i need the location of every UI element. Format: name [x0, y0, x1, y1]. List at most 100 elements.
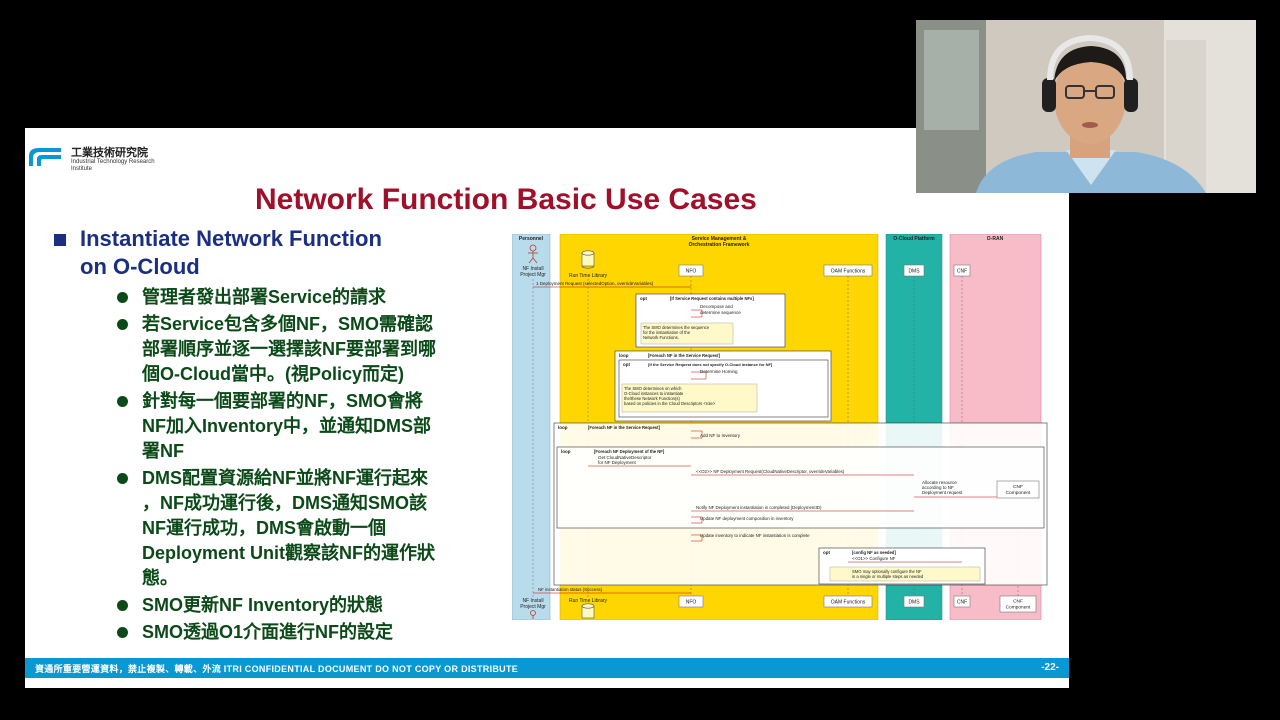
oam-top-box	[823, 264, 873, 277]
dms-bottom-label: DMS	[908, 600, 920, 606]
section-heading: Instantiate Network Function on O-Cloud	[54, 225, 382, 281]
bullet-item: SMO更新NF Inventory的狀態	[117, 593, 507, 618]
note-2-line-1: The SMO determines on which	[624, 386, 682, 391]
bullet-item: 管理者發出部署Service的請求	[117, 285, 507, 310]
oam-bottom-box	[823, 595, 873, 608]
nfo-top-box	[678, 264, 704, 277]
actor-top-label-2: Project Mgr	[520, 272, 546, 278]
loop-1-label: loop	[619, 353, 629, 358]
itri-logo-icon	[27, 146, 63, 168]
note-3	[829, 566, 981, 582]
opt-1-label: opt	[640, 296, 647, 301]
slide-title: Network Function Basic Use Cases	[255, 183, 757, 216]
actor-bottom-label-1: NF Install	[522, 598, 543, 604]
msg-5-line-1: Get CloudNativeDescriptor	[598, 455, 652, 460]
msg-9: Update NF deployment composition in inve…	[700, 516, 794, 521]
note-2	[621, 383, 758, 413]
msg-8: Notify NF Deployment instantiation is co…	[696, 505, 822, 510]
nfo-top-label: NFO	[686, 269, 697, 275]
bullet-dot-icon	[117, 396, 128, 407]
bullet-line: 個O-Cloud當中。(視Policy而定)	[142, 364, 404, 384]
bullet-list: 管理者發出部署Service的請求若Service包含多個NF，SMO需確認部署…	[117, 285, 507, 647]
bullet-line: 部署順序並逐一選擇該NF要部署到哪	[142, 339, 436, 359]
actor-bottom-label-2: Project Mgr	[520, 604, 546, 610]
oam-top-label: OAM Functions	[831, 269, 866, 275]
bullet-line: NF運行成功，DMS會啟動一個	[142, 518, 386, 538]
bullet-line: ，NF成功運行後，DMS通知SMO該	[142, 493, 427, 513]
cnf-top-label: CNF	[957, 269, 967, 275]
msg-4: Add NF to Inventory	[700, 433, 741, 438]
nfo-bottom-label: NFO	[686, 600, 697, 606]
cnf-component-box	[996, 480, 1040, 499]
square-bullet-icon	[54, 234, 66, 246]
bullet-item: SMO透過O1介面進行NF的設定	[117, 620, 507, 645]
database-bottom-icon	[581, 603, 595, 619]
dms-top-label: DMS	[908, 269, 920, 275]
dms-top-box	[903, 264, 925, 277]
bullet-item: 針對每一個要部署的NF，SMO會將 NF加入Inventory中，並通知DMS部署…	[117, 389, 507, 464]
bullet-line: Deployment Unit觀察該NF的運作狀	[142, 543, 436, 563]
note-3-line-2: in a single or multiple steps as needed	[852, 574, 924, 579]
actor-top-label-1: NF Install	[522, 266, 543, 272]
msg-5-line-2: for NF Deployment	[598, 460, 637, 465]
lane-smo-label-2: Orchestration Framework	[689, 242, 750, 248]
webcam-video	[916, 20, 1256, 193]
note-2-line-4: based on policies in the Cloud Descripto…	[624, 401, 716, 406]
msg-11: <<O1>> Configure NF	[852, 556, 896, 561]
loop-2-label: loop	[558, 425, 568, 430]
note-2-line-3: the/these Network Function(s)	[624, 396, 680, 401]
bullet-dot-icon	[117, 473, 128, 484]
cnf-component-label-1: CNF	[1013, 484, 1023, 490]
opt-1-guard: [If Service Request contains multiple NF…	[670, 296, 754, 301]
bullet-line: SMO透過O1介面進行NF的設定	[142, 622, 394, 642]
org-name-en: Industrial Technology Research Institute	[71, 159, 155, 172]
note-3-line-1: SMO may optionally configure the NF	[852, 569, 922, 574]
lane-personnel-label: Personnel	[519, 236, 544, 242]
rtl-bottom-label: Run Time Library	[569, 598, 608, 604]
msg-10: Update inventory to indicate NF instanti…	[700, 533, 810, 538]
page-number: -22-	[1041, 662, 1059, 673]
cnfc-bottom-label-1: CNF	[1013, 599, 1023, 605]
lane-personnel	[512, 234, 551, 620]
lane-oran-label: O-RAN	[987, 236, 1004, 242]
bullet-line: SMO更新NF Inventory的狀態	[142, 595, 384, 615]
note-1-line-2: for the instantiation of the	[643, 330, 691, 335]
bullet-item: DMS配置資源給NF並將NF運行起來 ，NF成功運行後，DMS通知SMO該 NF運行…	[117, 466, 507, 591]
loop-frame-3	[556, 446, 1045, 529]
database-top-icon	[581, 250, 595, 269]
heading-line-1: Instantiate Network Function	[80, 226, 382, 251]
lane-smo-label-1: Service Management &	[692, 236, 747, 242]
bullet-line: NF加入Inventory中，並通知DMS部	[142, 416, 432, 436]
heading-line-2: on O-Cloud	[80, 254, 200, 279]
note-2-line-2: O-Cloud instances to instantiate	[624, 391, 684, 396]
msg-7-line-2: according to NF	[922, 485, 954, 490]
bullet-dot-icon	[117, 292, 128, 303]
loop-2-guard: [Foreach NF in the Service Request]	[588, 425, 661, 430]
opt-3-guard: [config NF as needed]	[852, 550, 896, 555]
sequence-diagram: Personnel Service Management & Orchestra…	[512, 234, 1048, 620]
note-1-line-1: The SMO determines the sequence	[643, 325, 710, 330]
bullet-dot-icon	[117, 600, 128, 611]
opt-2-label: opt	[623, 362, 630, 367]
bullet-line: DMS配置資源給NF並將NF運行起來	[142, 468, 428, 488]
note-1-line-3: Network Functions.	[643, 335, 679, 340]
loop-1-guard: [Foreach NF in the Service Request]	[648, 353, 721, 358]
msg-7-line-3: Deployment request	[922, 490, 963, 495]
msg-2-line-2: determine sequence	[700, 310, 741, 315]
actor-top-icon	[528, 244, 538, 264]
loop-3-guard: [Foreach NF Deployment of the NF]	[594, 449, 665, 454]
loop-3-label: loop	[561, 449, 571, 454]
opt-2-guard: [If the Service Request does not specify…	[648, 362, 773, 367]
bullet-dot-icon	[117, 627, 128, 638]
bullet-item: 若Service包含多個NF，SMO需確認部署順序並逐一選擇該NF要部署到哪個O…	[117, 312, 507, 387]
msg-2-line-1: Decompose and	[700, 304, 733, 309]
bullet-line: 針對每一個要部署的NF，SMO會將	[142, 391, 423, 411]
cnfc-bottom-label-2: Component	[1006, 605, 1031, 611]
rtl-top-label: Run Time Library	[569, 273, 608, 279]
cnf-bottom-label: CNF	[957, 600, 967, 606]
cnf-top-box	[953, 264, 971, 277]
bullet-line: 署NF	[142, 441, 184, 461]
webcam-person-image	[916, 20, 1256, 193]
msg-7-line-1: Allocate resource	[922, 480, 957, 485]
cnf-component-label-2: Component	[1006, 490, 1031, 496]
